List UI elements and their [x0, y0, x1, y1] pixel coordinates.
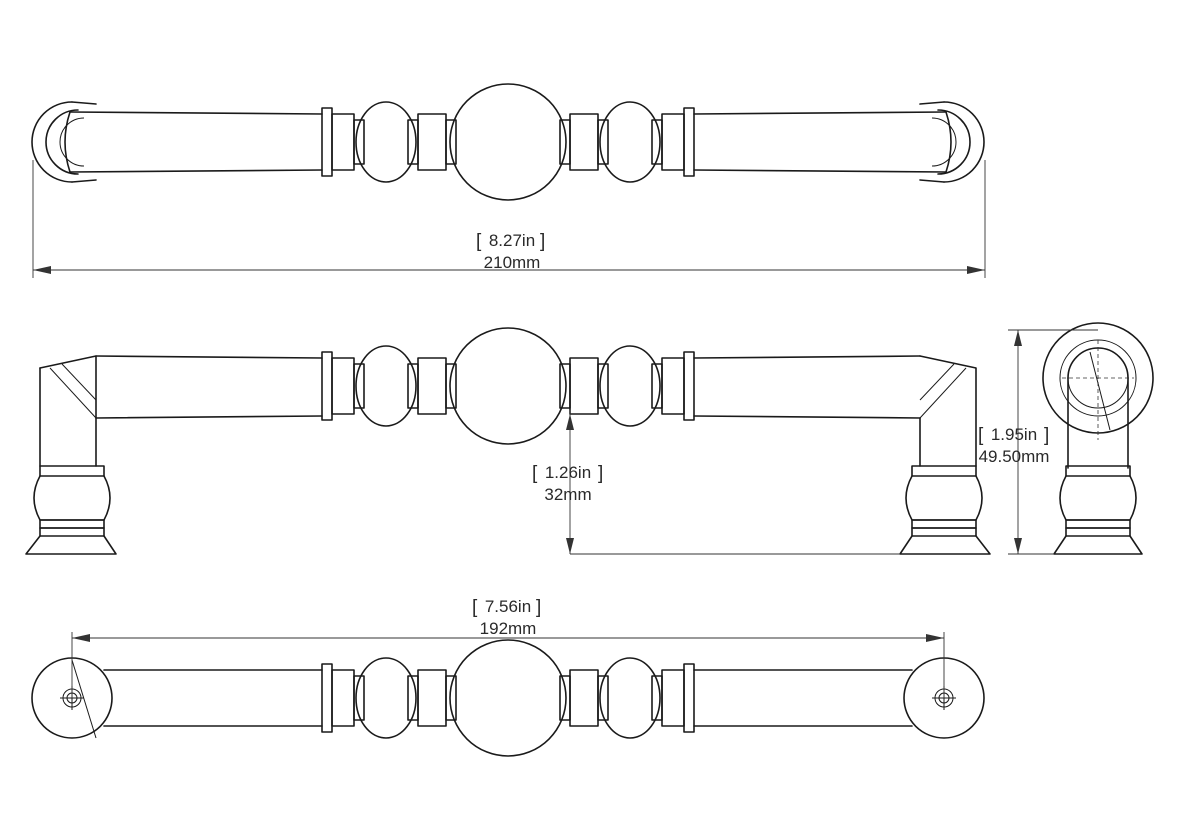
svg-text:[: [ [476, 231, 482, 252]
svg-text:]: ] [536, 597, 541, 618]
svg-text:[: [ [532, 463, 538, 484]
side-view [1042, 322, 1154, 555]
height-in: 1.95in [991, 425, 1037, 444]
overall-length-in: 8.27in [489, 231, 535, 250]
svg-text:]: ] [1044, 425, 1049, 446]
projection-dimension: [ ] 1.26in 32mm [532, 410, 900, 555]
height-dimension: [ ] 1.95in 49.50mm [978, 329, 1098, 555]
center-to-center-mm: 192mm [480, 619, 537, 638]
svg-text:[: [ [472, 597, 478, 618]
center-to-center-dimension: [ ] 7.56in 192mm [71, 597, 945, 698]
svg-text:]: ] [598, 463, 603, 484]
projection-mm: 32mm [544, 485, 591, 504]
projection-in: 1.26in [545, 463, 591, 482]
center-to-center-in: 7.56in [485, 597, 531, 616]
svg-text:]: ] [540, 231, 545, 252]
top-left-rosette [31, 101, 97, 183]
svg-text:[: [ [978, 425, 984, 446]
front-view [25, 327, 991, 555]
height-mm: 49.50mm [979, 447, 1050, 466]
overall-length-mm: 210mm [484, 253, 541, 272]
bottom-view [31, 639, 985, 757]
top-view [31, 83, 985, 201]
top-right-rosette [919, 101, 985, 183]
overall-length-dimension: [ ] 8.27in 210mm [32, 160, 986, 278]
